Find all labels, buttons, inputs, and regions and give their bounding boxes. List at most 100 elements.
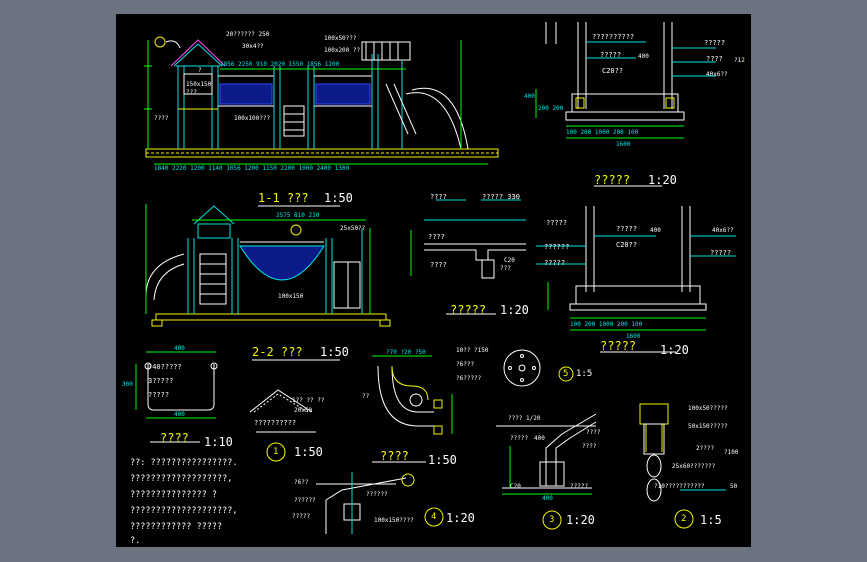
scale-detail-plan: 1:50 bbox=[428, 453, 457, 467]
detail-number-3: 3 bbox=[549, 515, 555, 525]
title-detail-top-right: ????? bbox=[594, 173, 631, 187]
detail-flange bbox=[503, 349, 574, 387]
label: ????? bbox=[292, 513, 311, 520]
dimension-text: 200 200 bbox=[538, 105, 564, 112]
dimension-text: 1600 bbox=[626, 333, 641, 340]
label: 400 bbox=[650, 227, 661, 234]
label: 25x60??????? bbox=[672, 463, 716, 470]
label: ?10??????????? bbox=[654, 483, 705, 490]
note-line: ??????????????? ? bbox=[130, 490, 217, 500]
label: ????? bbox=[148, 391, 170, 399]
label: ???? bbox=[582, 443, 597, 450]
detail-handrail bbox=[135, 351, 218, 443]
dimension-text: 100 200 1000 200 100 bbox=[566, 129, 639, 136]
label: ????? bbox=[600, 51, 622, 59]
detail-number-2: 2 bbox=[681, 514, 687, 524]
label: 100x150???? bbox=[374, 517, 414, 524]
label: ?12 bbox=[734, 57, 745, 64]
note-line: ????????????????????, bbox=[130, 506, 238, 516]
label: 25x50?? bbox=[340, 225, 366, 232]
detail-3 bbox=[496, 413, 597, 530]
detail-4 bbox=[316, 472, 444, 534]
label: C20 bbox=[510, 483, 521, 490]
label: 3????? bbox=[148, 377, 174, 385]
cad-drawing bbox=[135, 22, 736, 534]
scale-detail-1: 1:50 bbox=[294, 445, 323, 459]
label: 20x50 bbox=[294, 407, 313, 414]
label: 150x150 bbox=[186, 81, 212, 88]
title-detail-plan: ???? bbox=[380, 449, 409, 463]
label: ?6?? bbox=[294, 479, 309, 486]
label: ?????????? bbox=[592, 33, 635, 41]
scale-elevation-2-2: 1:50 bbox=[320, 345, 349, 359]
drawing-sheet: 20?????? 250 30x4?? 100x50??? 100x200 ??… bbox=[116, 14, 751, 547]
scale-elevation-1-1: 1:50 bbox=[324, 191, 353, 205]
label: 400 bbox=[534, 435, 545, 442]
label: ?6????? bbox=[456, 375, 482, 382]
detail-roof bbox=[249, 389, 316, 462]
scale-detail-3: 1:20 bbox=[566, 513, 595, 527]
scale-detail-top-right: 1:20 bbox=[648, 173, 677, 187]
scale-detail-mid: 1:20 bbox=[500, 303, 529, 317]
label: ????? 330 bbox=[482, 193, 520, 201]
detail-beam-mid bbox=[410, 199, 526, 315]
note-line: ???????????? ????? bbox=[130, 522, 223, 532]
dimension-text: 400 bbox=[174, 411, 185, 418]
label: ?40????? bbox=[148, 363, 182, 371]
label: 50 bbox=[730, 483, 738, 490]
label: 100x150 bbox=[278, 293, 304, 300]
detail-number-5: 5 bbox=[563, 369, 569, 379]
label: ????? bbox=[570, 483, 589, 490]
label: ???? bbox=[586, 429, 601, 436]
label: ????? bbox=[616, 225, 638, 233]
label: ???? bbox=[430, 193, 447, 201]
label: 400 bbox=[638, 53, 649, 60]
elevation-1-1 bbox=[144, 36, 499, 165]
detail-footing-mid bbox=[536, 206, 736, 353]
elevation-2-2 bbox=[145, 204, 391, 327]
label: ???? bbox=[428, 233, 445, 241]
dimension-text: 300 bbox=[122, 381, 133, 388]
label: C20?? bbox=[616, 241, 638, 249]
scale-detail-5: 1:5 bbox=[576, 369, 593, 379]
label: ?????????? bbox=[254, 419, 297, 427]
title-detail-small: ???? bbox=[160, 431, 189, 445]
label: C20?? bbox=[602, 67, 624, 75]
dimension-text: ?70 ?20 ?50 bbox=[386, 349, 426, 356]
label: ??? bbox=[186, 89, 197, 96]
label: 10?? ?150 bbox=[456, 347, 489, 354]
label: 100x50????? bbox=[688, 405, 728, 412]
label: C20 bbox=[504, 257, 515, 264]
label: 100x200 ?? bbox=[324, 47, 361, 54]
label: 40x6?? bbox=[706, 71, 728, 78]
label: ???? bbox=[154, 115, 169, 122]
label: ?????? bbox=[366, 491, 388, 498]
detail-number-4: 4 bbox=[431, 512, 437, 522]
label: 100x50??? bbox=[324, 35, 357, 42]
note-line: ??: ????????????????. bbox=[130, 458, 238, 468]
label: ?100 bbox=[724, 449, 739, 456]
note-line: ???????????????????, bbox=[130, 474, 233, 484]
dimension-text: 1856 2250 910 2020 1550 1856 1200 bbox=[220, 61, 340, 68]
scale-detail-small: 1:10 bbox=[204, 435, 233, 449]
scale-detail-4: 1:20 bbox=[446, 511, 475, 525]
label: 100x100??? bbox=[234, 115, 271, 122]
label: 2???? bbox=[696, 445, 715, 452]
detail-spiral-plan bbox=[372, 355, 453, 463]
title-detail-mid-right: ????? bbox=[600, 339, 637, 353]
label: ?????? bbox=[294, 497, 316, 504]
scale-detail-2: 1:5 bbox=[700, 513, 722, 527]
label: ?????? bbox=[544, 243, 570, 251]
dimension-text: 400 bbox=[524, 93, 535, 100]
label: ???? bbox=[706, 55, 723, 63]
label: ??? bbox=[500, 265, 511, 272]
dimension-text: 400 bbox=[542, 495, 553, 502]
detail-2-chain bbox=[639, 403, 726, 529]
label: ?6??? bbox=[456, 361, 475, 368]
note-line: ?. bbox=[130, 536, 141, 546]
dimension-text: 1600 bbox=[616, 141, 631, 148]
dimension-text: 100 200 1000 200 100 bbox=[570, 321, 643, 328]
title-detail-mid: ????? bbox=[450, 303, 487, 317]
title-elevation-1-1: 1-1 ??? bbox=[258, 191, 309, 205]
label: 20?????? 250 bbox=[226, 31, 270, 38]
